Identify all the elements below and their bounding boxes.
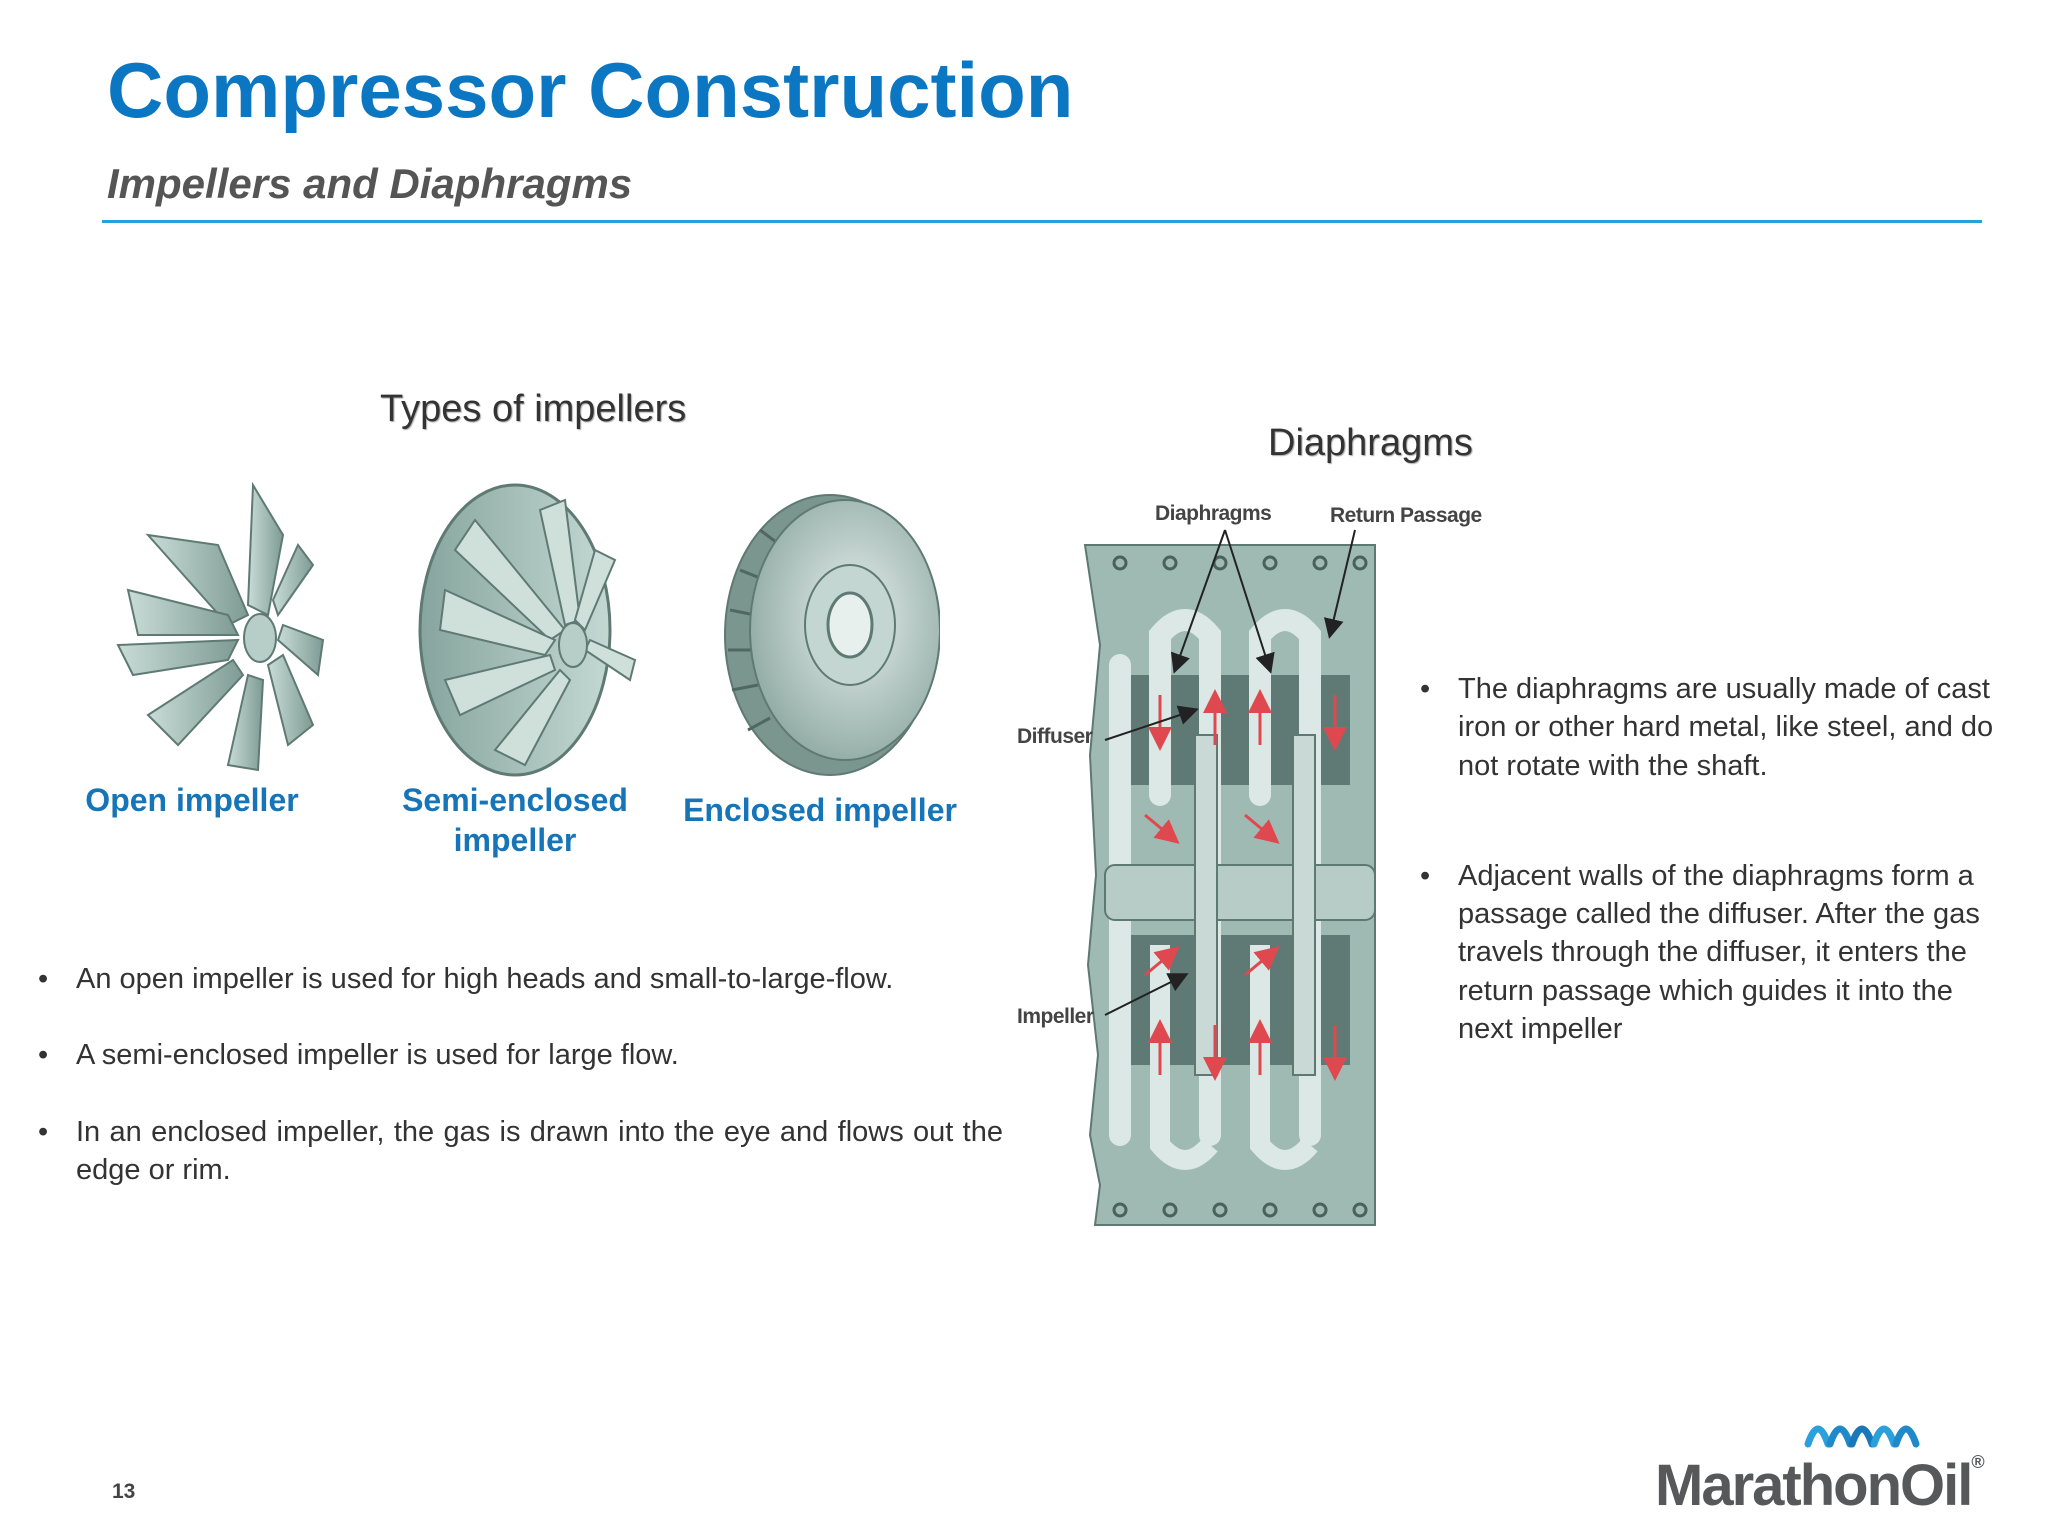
open-impeller-image [116,481,325,772]
bullet-item: •An open impeller is used for high heads… [38,963,894,995]
enclosed-impeller-label: Enclosed impeller [683,792,957,828]
slide-subtitle: Impellers and Diaphragms [107,160,633,207]
slide-title: Compressor Construction [107,46,1074,134]
semi-enclosed-impeller-label: Semi-enclosed impeller [380,780,650,860]
impeller-bullet-list: •An open impeller is used for high heads… [38,960,1003,1227]
semi-enclosed-label-line1: Semi-enclosed [402,782,628,818]
impeller-types-heading: Types of impellers [380,388,687,430]
diaphragm-bullet-list: •The diaphragms are usually made of cast… [1420,670,2005,1086]
diagram-label-diffuser: Diffuser [1017,725,1093,748]
bullet-item: •In an enclosed impeller, the gas is dra… [38,1115,1003,1186]
diagram-label-diaphragms: Diaphragms [1155,502,1272,525]
bullet-item: •Adjacent walls of the diaphragms form a… [1420,859,1980,1045]
diagram-label-impeller: Impeller [1017,1005,1094,1028]
semi-enclosed-impeller-image [418,483,637,777]
diaphragms-heading: Diaphragms [1268,422,1473,464]
bullet-item: •The diaphragms are usually made of cast… [1420,673,1994,782]
enclosed-impeller-image [724,494,940,776]
bullet-item: •A semi-enclosed impeller is used for la… [38,1039,679,1072]
diagram-label-return-passage: Return Passage [1330,504,1482,527]
diaphragm-diagram [1083,529,1376,1226]
page-number: 13 [112,1480,136,1503]
brand-wordmark: MarathonOil® [1655,1452,1985,1518]
semi-enclosed-label-line2: impeller [453,822,577,858]
title-divider [102,220,1982,223]
open-impeller-label: Open impeller [85,782,299,818]
marathon-oil-logo-icon [1804,1425,1920,1448]
